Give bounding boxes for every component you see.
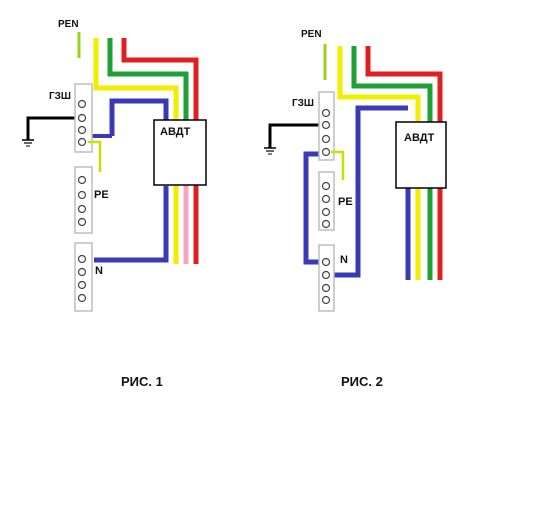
terminal-icon [77,125,87,135]
terminal-icon [321,283,331,293]
fig2-n-terminals [321,257,331,305]
terminal-icon [321,134,331,144]
fig2-gzsh-label: ГЗШ [292,98,314,109]
fig1-pe-bus [74,166,93,234]
terminal-icon [77,175,87,185]
fig1-pen-label: PEN [58,19,79,30]
fig1-wire-blue-top [109,98,169,136]
figure-2 [264,44,447,312]
fig2-n-label: N [340,254,348,266]
terminal-icon [77,254,87,264]
fig1-ground-symbol-icon [22,139,34,147]
terminal-icon [77,137,87,147]
terminal-icon [77,190,87,200]
terminal-icon [77,99,87,109]
fig2-caption: РИС. 2 [341,374,383,389]
terminal-icon [77,217,87,227]
fig2-earth-conductor [268,123,322,148]
fig2-gzsh-terminals [321,108,331,157]
terminal-icon [77,267,87,277]
fig2-bridge-lime [331,150,345,180]
fig1-pe-terminals [77,175,87,227]
fig2-pen-label: PEN [301,29,322,40]
terminal-icon [77,204,87,214]
fig2-avdt-device [395,121,447,189]
fig1-bridge-lime [88,140,102,172]
terminal-icon [77,280,87,290]
fig2-wire-blue-n [330,105,408,278]
fig1-n-label: N [95,265,103,277]
terminal-icon [321,257,331,267]
fig2-wire-blue-left [303,151,322,265]
fig1-avdt-device [153,119,207,186]
terminal-icon [321,108,331,118]
fig1-earth-conductor [26,116,78,140]
fig1-n-terminals [77,254,87,303]
terminal-icon [321,295,331,305]
terminal-icon [321,147,331,157]
fig1-pe-label: PE [94,189,109,201]
fig1-gzsh-terminals [77,99,87,147]
terminal-icon [321,194,331,204]
terminal-icon [321,207,331,217]
fig2-pe-label: PE [338,196,353,208]
fig2-pe-terminals [321,181,331,229]
terminal-icon [321,219,331,229]
fig1-wire-blue-bottom [94,186,169,263]
fig1-gzsh-label: ГЗШ [49,91,71,102]
fig2-device-label: АВДТ [404,132,435,144]
terminal-icon [321,181,331,191]
terminal-icon [77,113,87,123]
figure-1 [22,32,207,312]
fig1-caption: РИС. 1 [121,374,163,389]
terminal-icon [321,270,331,280]
terminal-icon [77,293,87,303]
fig1-device-label: АВДТ [160,126,191,138]
terminal-icon [321,120,331,130]
fig2-ground-symbol-icon [264,147,276,155]
